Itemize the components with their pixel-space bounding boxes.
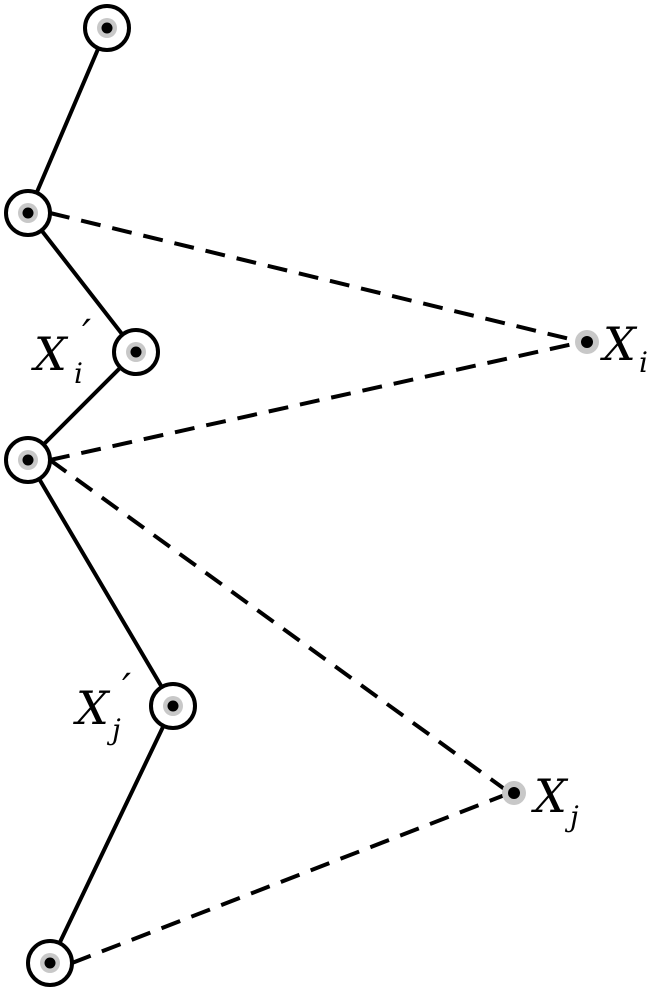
svg-text:′: ′ xyxy=(122,666,131,712)
chain-node-4 xyxy=(4,436,52,484)
chain-edge-4 xyxy=(26,458,175,708)
chain-node-xi-prime xyxy=(112,328,160,376)
chain-node-1 xyxy=(83,4,131,52)
dashed-connections xyxy=(48,211,583,965)
svg-text:X: X xyxy=(73,681,111,735)
svg-text:X: X xyxy=(531,769,569,823)
label-xj-prime: X j ′ xyxy=(73,666,131,746)
point-xi xyxy=(575,330,599,354)
dashed-edge-1 xyxy=(49,211,583,344)
chain-edge-3 xyxy=(26,350,138,462)
label-xi-prime: X i ′ xyxy=(31,312,91,390)
chain-edge-5 xyxy=(48,704,175,965)
chain-node-xj-prime xyxy=(149,682,197,730)
svg-text:i: i xyxy=(74,357,83,390)
chain-node-6 xyxy=(26,939,74,987)
dashed-edge-2 xyxy=(49,340,583,462)
chain-edge-1 xyxy=(26,26,109,215)
chain-node-2 xyxy=(4,189,52,237)
svg-text:′: ′ xyxy=(82,312,91,358)
point-xj xyxy=(502,781,526,805)
label-xi: X i xyxy=(600,317,648,379)
svg-text:i: i xyxy=(639,346,648,379)
svg-text:X: X xyxy=(31,327,69,381)
chain-edges xyxy=(26,26,175,965)
dashed-edge-4 xyxy=(71,791,511,965)
label-xj: X j xyxy=(531,769,579,833)
svg-text:X: X xyxy=(600,317,638,371)
chain-edge-2 xyxy=(26,211,138,354)
